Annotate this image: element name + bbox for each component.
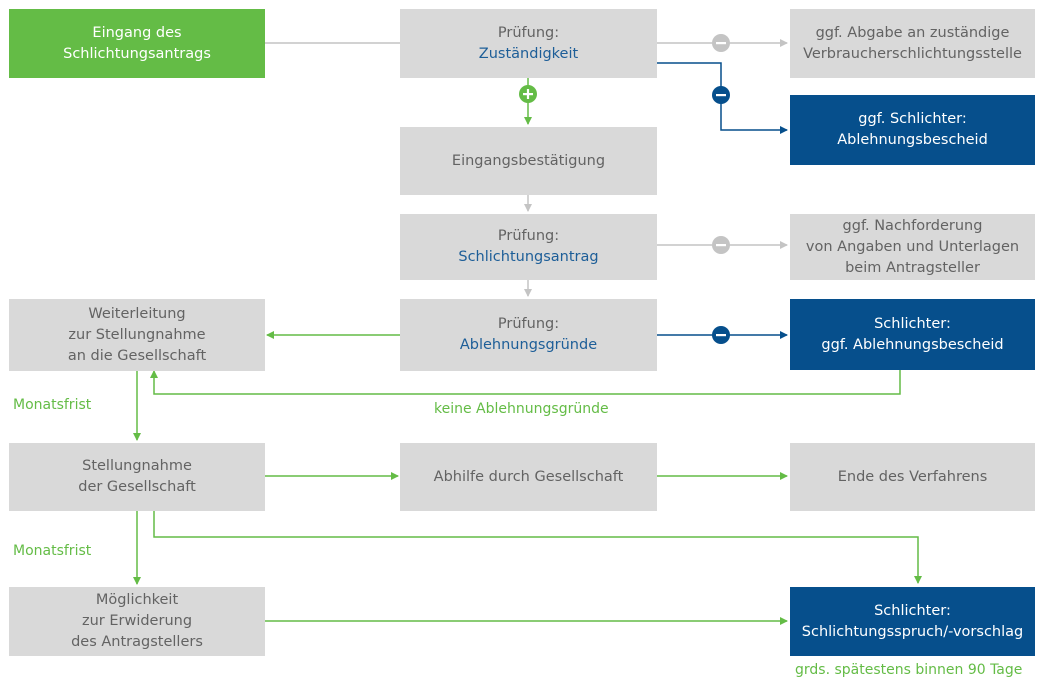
schlichter-ablehnungsbescheid-2-box: Schlichter: ggf. Ablehnungsbescheid (790, 299, 1035, 370)
abgabe-line-2: Verbraucherschlichtungsstelle (803, 45, 1022, 62)
schlichter-ablehnungsbescheid-box: ggf. Schlichter: Ablehnungsbescheid (790, 95, 1035, 165)
abhilfe-box: Abhilfe durch Gesellschaft (400, 443, 657, 511)
minus-icon (712, 236, 730, 254)
connector-stellungnahme-to-schlichtungsspruch (153, 511, 922, 584)
plus-icon (519, 85, 537, 103)
abgabe-line-1: ggf. Abgabe an zuständige (815, 24, 1010, 41)
weiterleitung-box: Weiterleitung zur Stellungnahme an die G… (9, 299, 265, 371)
zustaendigkeit-pruefung-box: Prüfung: Zuständigkeit (400, 9, 657, 78)
stellungnahme-line-1: Stellungnahme (82, 458, 192, 474)
erwiderung-line-1: Möglichkeit (95, 592, 179, 608)
schlichtungsspruch-line-1: Schlichter: (874, 602, 951, 619)
erwiderung-box: Möglichkeit zur Erwiderung des Antragste… (9, 587, 265, 656)
ende-box: Ende des Verfahrens (790, 443, 1035, 511)
nachforderung-line-1: ggf. Nachforderung (842, 217, 983, 234)
minus-icon (712, 326, 730, 344)
ende-line-1: Ende des Verfahrens (837, 468, 988, 485)
stellungnahme-line-2: der Gesellschaft (78, 479, 196, 495)
keine-ablehnungsgruende-label: keine Ablehnungsgründe (434, 401, 609, 417)
eingang-line-2: Schlichtungsantrags (63, 45, 211, 62)
eingang-line-1: Eingang des (92, 24, 182, 41)
eingang-box: Eingang des Schlichtungsantrags (9, 9, 265, 78)
frist-90-tage-label: grds. spätestens binnen 90 Tage (795, 662, 1023, 678)
ablehnungsgruende-pruefung-box: Prüfung: Ablehnungsgründe (400, 299, 657, 371)
connector-keine-ablehnungsgruende (150, 370, 901, 395)
erwiderung-line-2: zur Erwiderung (81, 613, 193, 629)
eingangsbestaetigung-line-1: Eingangsbestätigung (451, 152, 606, 169)
schlichtungsantrag-line-2: Schlichtungsantrag (458, 249, 599, 265)
weiterleitung-line-3: an die Gesellschaft (67, 347, 207, 364)
weiterleitung-line-1: Weiterleitung (88, 305, 186, 322)
nachforderung-box: ggf. Nachforderung von Angaben und Unter… (790, 214, 1035, 280)
ablehnungsgruende-line-2: Ablehnungsgründe (459, 337, 598, 353)
stellungnahme-box: Stellungnahme der Gesellschaft (9, 443, 265, 511)
nachforderung-line-2: von Angaben und Unterlagen (805, 238, 1020, 255)
schlichter-ablehnung2-line-1: Schlichter: (874, 315, 951, 332)
ablehnungsgruende-line-1: Prüfung: (497, 316, 560, 332)
zustaendigkeit-line-1: Prüfung: (497, 24, 560, 41)
weiterleitung-line-2: zur Stellungnahme (68, 326, 206, 343)
minus-icon (712, 86, 730, 104)
abhilfe-line-1: Abhilfe durch Gesellschaft (433, 468, 624, 485)
schlichtungsantrag-pruefung-box: Prüfung: Schlichtungsantrag (400, 214, 657, 280)
minus-icon (712, 34, 730, 52)
zustaendigkeit-line-2: Zuständigkeit (478, 45, 579, 62)
abgabe-box: ggf. Abgabe an zuständige Verbrauchersch… (790, 9, 1035, 78)
eingangsbestaetigung-box: Eingangsbestätigung (400, 127, 657, 195)
schlichtungsspruch-box: Schlichter: Schlichtungsspruch/-vorschla… (790, 587, 1035, 656)
schlichter-ablehnung2-line-2: ggf. Ablehnungsbescheid (821, 336, 1004, 353)
monatsfrist-label-1: Monatsfrist (13, 397, 92, 413)
schlichter-ablehnung-line-1: ggf. Schlichter: (858, 111, 967, 127)
monatsfrist-label-2: Monatsfrist (13, 543, 92, 559)
schlichter-ablehnung-line-2: Ablehnungsbescheid (837, 132, 988, 148)
schlichtungsspruch-line-2: Schlichtungsspruch/-vorschlag (801, 623, 1024, 640)
nachforderung-line-3: beim Antragsteller (845, 259, 980, 276)
schlichtungsantrag-line-1: Prüfung: (497, 228, 560, 244)
erwiderung-line-3: des Antragstellers (71, 634, 203, 650)
